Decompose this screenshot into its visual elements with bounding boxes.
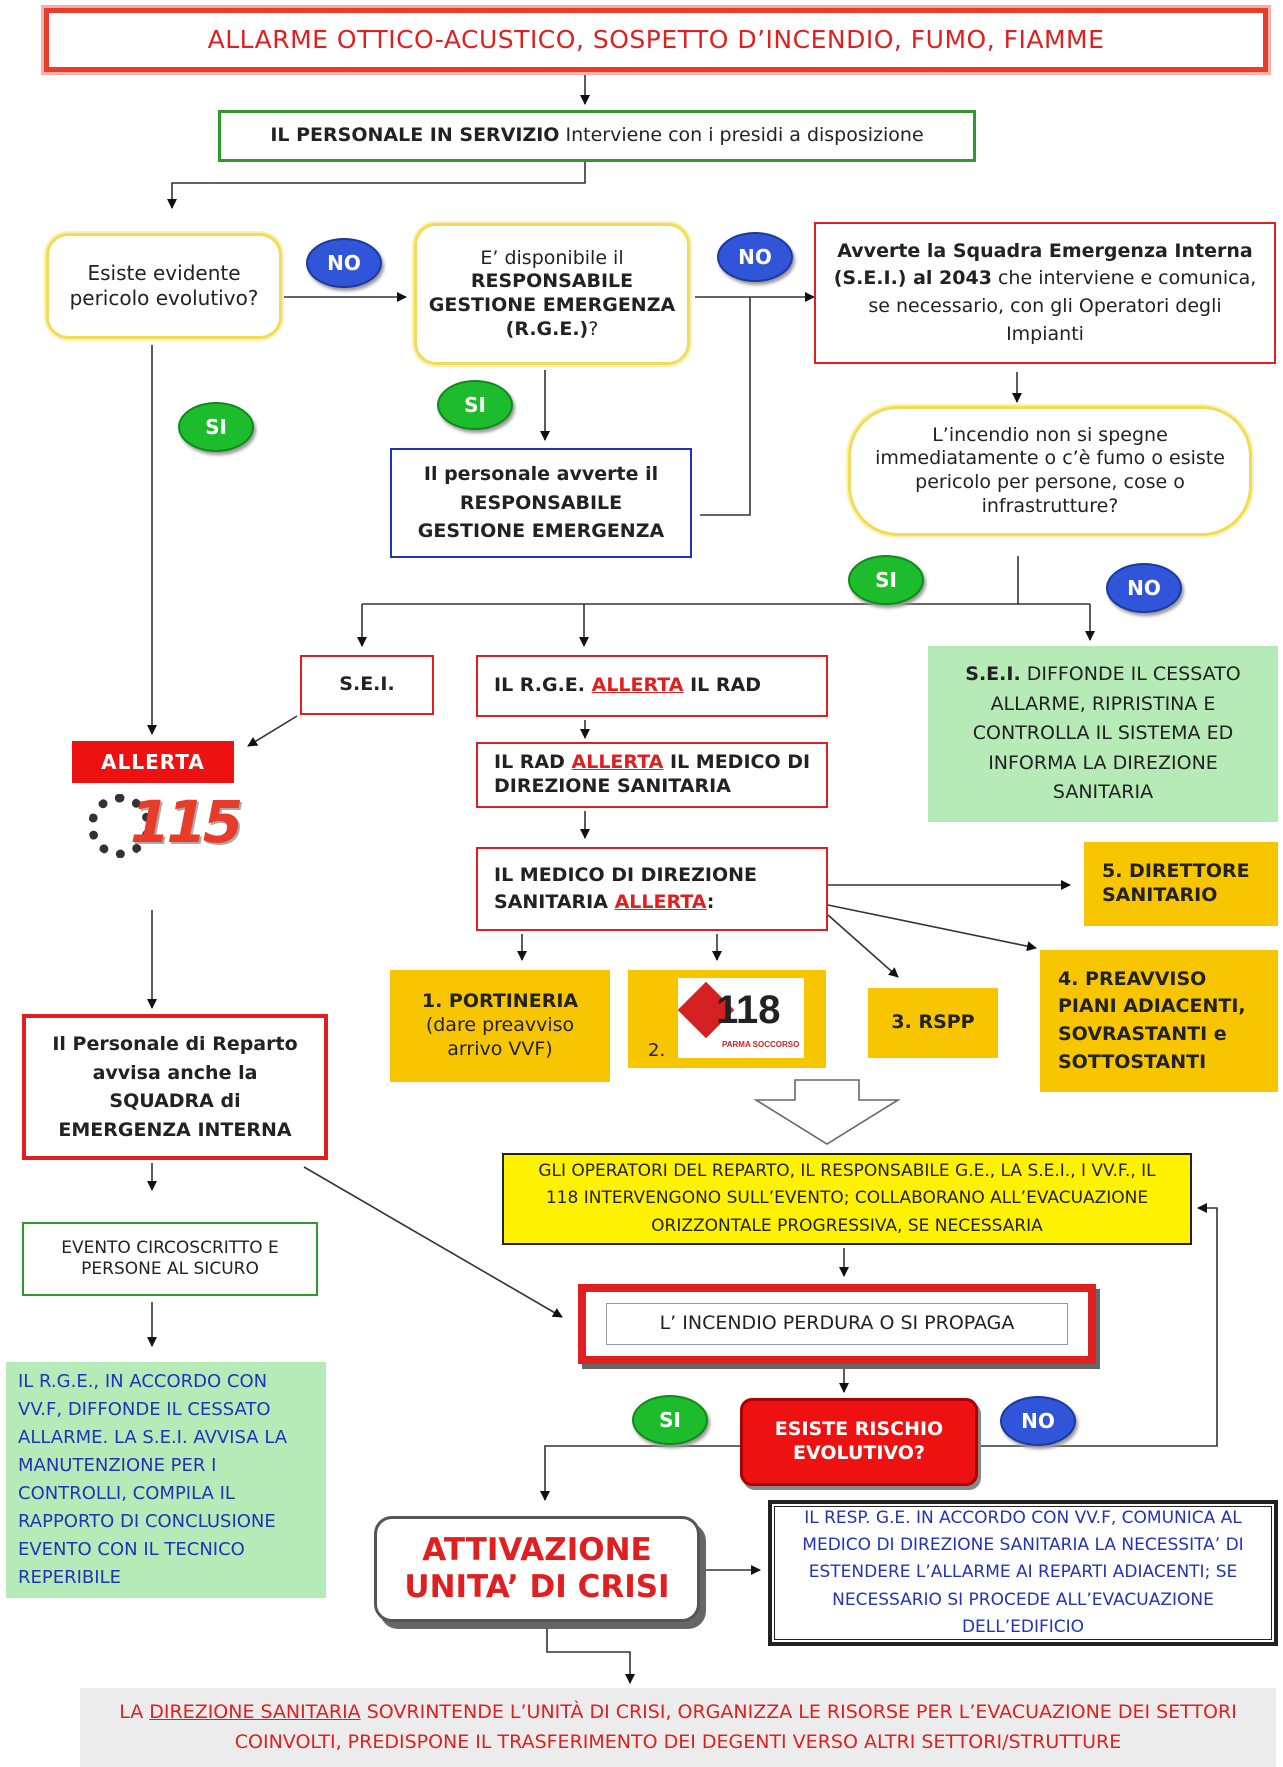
alert-portineria-note: (dare preavviso arrivo VVF) xyxy=(425,1014,575,1060)
staff-rest: Interviene con i presidi a disposizione xyxy=(559,124,924,147)
question-risk: ESISTE RISCHIO EVOLUTIVO? xyxy=(740,1398,978,1486)
question-risk-text: ESISTE RISCHIO EVOLUTIVO? xyxy=(774,1418,944,1464)
alert-118-num: 2. xyxy=(648,1040,666,1061)
title-text: ALLARME OTTICO-ACUSTICO, SOSPETTO D’INCE… xyxy=(207,25,1105,55)
alert-portineria-title: 1. PORTINERIA xyxy=(421,990,579,1013)
parma-118-text: 118 xyxy=(716,988,781,1032)
fire-persists-box: L’ INCENDIO PERDURA O SI PROPAGA xyxy=(578,1284,1096,1364)
yes-label-1: SI xyxy=(178,402,254,452)
ward-staff-box: Il Personale di Reparto avvisa anche la … xyxy=(22,1014,328,1160)
alert-direttore-text: 5. DIRETTORE SANITARIO xyxy=(1102,860,1250,906)
operators-box: GLI OPERATORI DEL REPARTO, IL RESPONSABI… xyxy=(502,1153,1192,1245)
question-rge-bold: RESPONSABILE GESTIONE EMERGENZA (R.G.E.) xyxy=(428,270,676,340)
alert-piani-text: 4. PREAVVISO PIANI ADIACENTI, SOVRASTANT… xyxy=(1058,967,1246,1073)
final-pre: LA xyxy=(119,1701,150,1724)
alert-118: 2. 118 PARMA SOCCORSO xyxy=(628,970,826,1068)
rge-alerts-pre: IL R.G.E. xyxy=(494,674,592,697)
question-rge-line1: E’ disponibile il xyxy=(480,246,624,269)
staff-bold: IL PERSONALE IN SERVIZIO xyxy=(270,124,560,147)
hollow-down-arrow xyxy=(753,1079,901,1145)
med-alerts-post: : xyxy=(706,891,715,913)
question-danger: Esiste evidente pericolo evolutivo? xyxy=(46,233,282,339)
operators-text: GLI OPERATORI DEL REPARTO, IL RESPONSABI… xyxy=(538,1161,1156,1236)
staff-box: IL PERSONALE IN SERVIZIO Interviene con … xyxy=(218,110,976,162)
rad-alerts-box: IL RAD ALLERTA IL MEDICO DI DIREZIONE SA… xyxy=(476,742,828,808)
crisis-box: ATTIVAZIONE UNITA’ DI CRISI xyxy=(374,1516,700,1622)
question-fire: L’incendio non si spegne immediatamente … xyxy=(848,406,1252,536)
sei-ceased-rest: DIFFONDE IL CESSATO ALLARME, RIPRISTINA … xyxy=(972,663,1241,804)
event-contained-box: EVENTO CIRCOSCRITTO E PERSONE AL SICURO xyxy=(22,1222,318,1296)
vvf-wheel-icon xyxy=(88,794,152,858)
sei-call-rest: che interviene e comunica, se necessario… xyxy=(868,267,1257,345)
rad-alerts-post: IL MEDICO DI DIREZIONE SANITARIA xyxy=(494,751,817,797)
no-label-1: NO xyxy=(306,238,382,288)
allerta-115-label-text: ALLERTA xyxy=(101,749,205,774)
event-contained-text: EVENTO CIRCOSCRITTO E PERSONE AL SICURO xyxy=(61,1237,279,1279)
alert-portineria: 1. PORTINERIA (dare preavviso arrivo VVF… xyxy=(390,970,610,1082)
sei-box: S.E.I. xyxy=(300,655,434,715)
med-alerts-box: IL MEDICO DI DIREZIONE SANITARIA ALLERTA… xyxy=(476,847,828,931)
title-box: ALLARME OTTICO-ACUSTICO, SOSPETTO D’INCE… xyxy=(44,8,1268,72)
med-alerts-word: ALLERTA xyxy=(614,891,707,913)
fire-persists-text: L’ INCENDIO PERDURA O SI PROPAGA xyxy=(659,1312,1015,1335)
rge-alerts-post: IL RAD xyxy=(683,674,762,697)
rad-alerts-word: ALLERTA xyxy=(571,751,664,774)
alert-rspp-text: 3. RSPP xyxy=(891,1011,975,1034)
alert-piani: 4. PREAVVISO PIANI ADIACENTI, SOVRASTANT… xyxy=(1040,950,1278,1092)
resp-ge-text: IL RESP. G.E. IN ACCORDO CON VV.F, COMUN… xyxy=(802,1508,1244,1637)
vvf-115-number: 115 xyxy=(130,788,243,856)
final-post: SOVRINTENDE L’UNITÀ DI CRISI, ORGANIZZA … xyxy=(234,1701,1237,1753)
alert-direttore: 5. DIRETTORE SANITARIO xyxy=(1084,842,1278,926)
no-label-2: NO xyxy=(717,232,793,282)
yes-label-4: SI xyxy=(632,1395,708,1445)
rge-alerts-box: IL R.G.E. ALLERTA IL RAD xyxy=(476,655,828,717)
question-rge: E’ disponibile il RESPONSABILE GESTIONE … xyxy=(414,223,690,365)
no-label-3: NO xyxy=(1106,563,1182,613)
sei-call-bold: Avverte la Squadra Emergenza Interna (S.… xyxy=(833,239,1253,290)
rge-ceased-text: IL R.G.E., IN ACCORDO CON VV.F, DIFFONDE… xyxy=(18,1371,288,1588)
final-under: DIREZIONE SANITARIA xyxy=(149,1701,361,1724)
question-fire-text: L’incendio non si spegne immediatamente … xyxy=(875,423,1225,517)
resp-ge-box: IL RESP. G.E. IN ACCORDO CON VV.F, COMUN… xyxy=(768,1500,1278,1646)
sei-ceased-bold: S.E.I. xyxy=(965,663,1021,686)
alert-rspp: 3. RSPP xyxy=(868,988,998,1058)
question-rge-tail: ? xyxy=(588,317,599,340)
rge-ceased-box: IL R.G.E., IN ACCORDO CON VV.F, DIFFONDE… xyxy=(6,1362,326,1598)
parma-soccorso-logo: 118 PARMA SOCCORSO xyxy=(677,978,804,1058)
ward-staff-text: Il Personale di Reparto avvisa anche la … xyxy=(52,1033,298,1141)
fire-persists-inner: L’ INCENDIO PERDURA O SI PROPAGA xyxy=(606,1303,1068,1345)
rad-alerts-pre: IL RAD xyxy=(494,751,572,774)
sei-ceased-box: S.E.I. DIFFONDE IL CESSATO ALLARME, RIPR… xyxy=(928,646,1278,822)
crisis-text: ATTIVAZIONE UNITA’ DI CRISI xyxy=(404,1531,670,1605)
question-danger-text: Esiste evidente pericolo evolutivo? xyxy=(69,261,259,310)
allerta-115-label: ALLERTA xyxy=(72,741,234,783)
staff-warns-box: Il personale avverte il RESPONSABILE GES… xyxy=(390,448,692,558)
yes-label-3: SI xyxy=(848,555,924,605)
staff-warns-text: Il personale avverte il RESPONSABILE GES… xyxy=(417,463,665,543)
sei-call-box: Avverte la Squadra Emergenza Interna (S.… xyxy=(814,222,1276,364)
parma-soccorso-sub: PARMA SOCCORSO xyxy=(722,1040,800,1049)
vvf-115-logo: 115 xyxy=(84,788,243,864)
yes-label-2: SI xyxy=(437,380,513,430)
sei-text: S.E.I. xyxy=(339,673,395,696)
med-alerts-pre: IL MEDICO DI DIREZIONE SANITARIA xyxy=(494,864,764,913)
no-label-4: NO xyxy=(1000,1396,1076,1446)
rge-alerts-word: ALLERTA xyxy=(591,674,684,697)
final-box: LA DIREZIONE SANITARIA SOVRINTENDE L’UNI… xyxy=(80,1688,1276,1767)
